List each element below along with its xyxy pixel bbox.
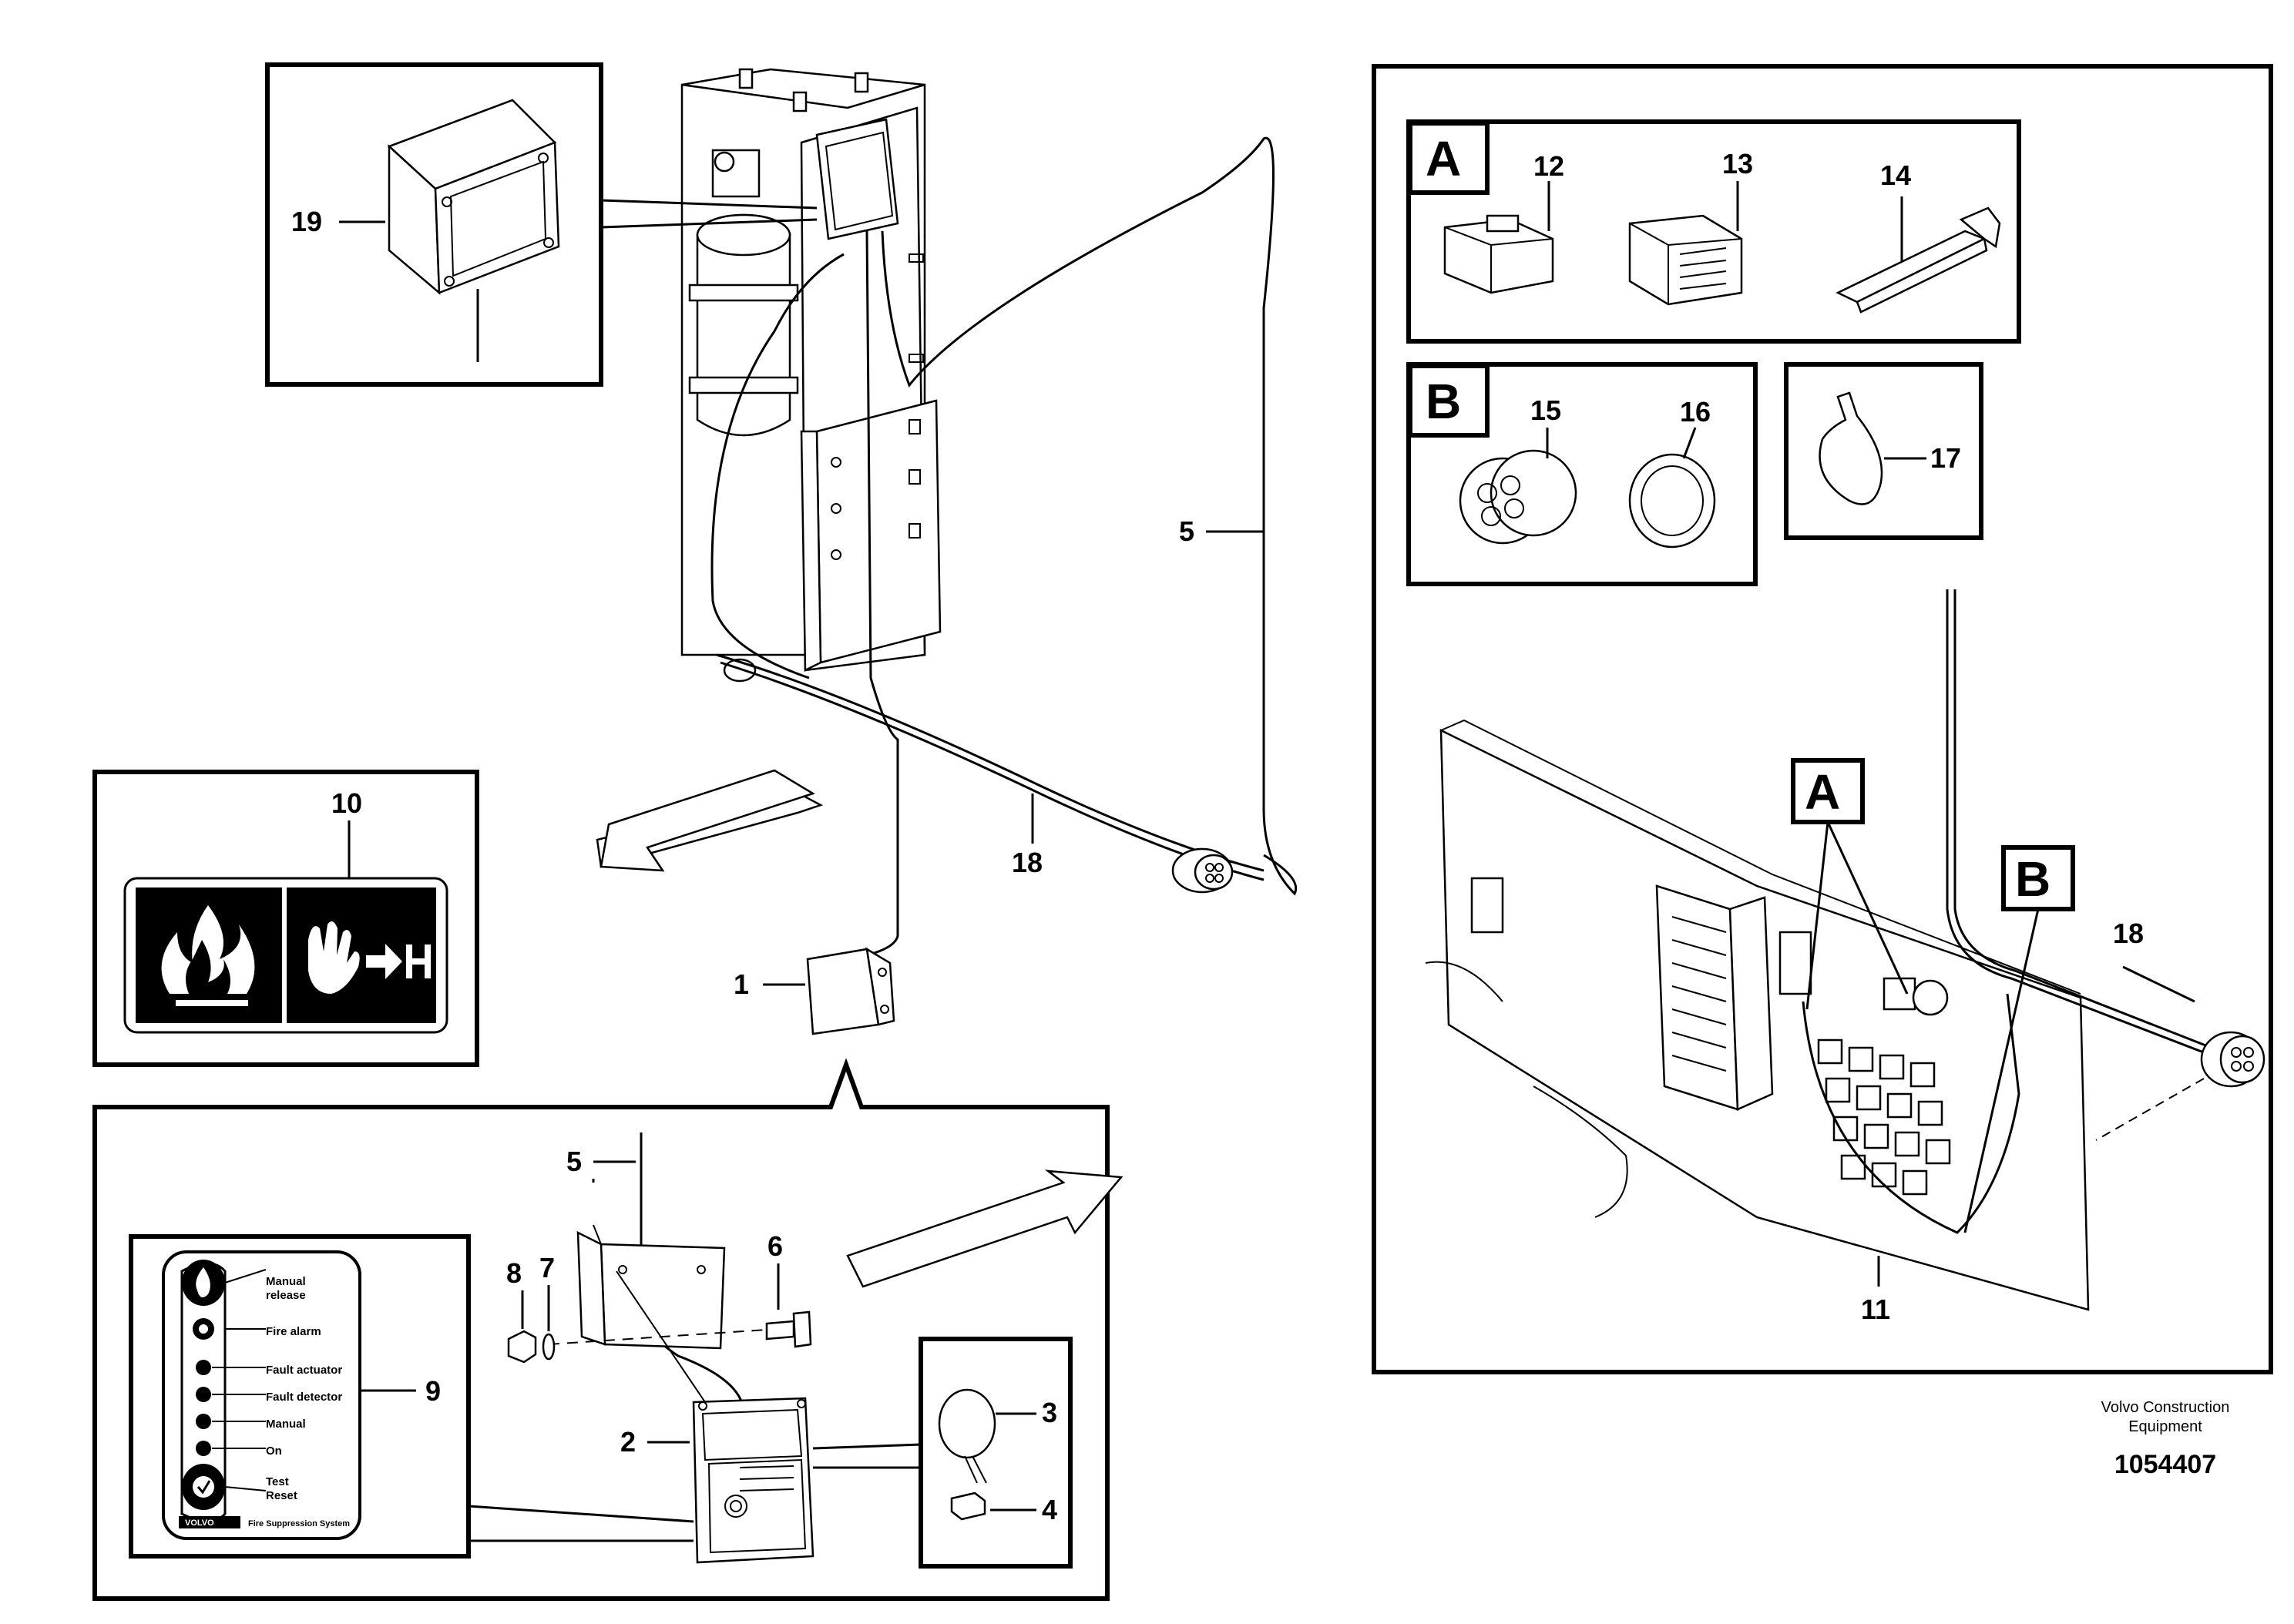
volvo-logo-text: VOLVO bbox=[185, 1518, 214, 1528]
callout-16: 16 bbox=[1680, 396, 1711, 428]
document-number: 1054407 bbox=[2114, 1450, 2216, 1479]
label-on: On bbox=[266, 1444, 282, 1458]
label-fault-actuator: Fault actuator bbox=[266, 1364, 342, 1377]
label-fault-detector: Fault detector bbox=[266, 1391, 342, 1404]
module-1: 1 bbox=[734, 947, 895, 1035]
callout-15: 15 bbox=[1530, 394, 1561, 426]
callout-19: 19 bbox=[291, 206, 322, 237]
callout-2: 2 bbox=[620, 1426, 636, 1458]
callout-3: 3 bbox=[1042, 1397, 1057, 1428]
callout-5-bottom: 5 bbox=[566, 1146, 582, 1177]
callout-12: 12 bbox=[1533, 150, 1564, 182]
manual-release-hand-icon bbox=[308, 921, 431, 994]
label-manual-release-1: Manual bbox=[266, 1275, 306, 1288]
label-fire-alarm: Fire alarm bbox=[266, 1325, 321, 1338]
callout-10: 10 bbox=[331, 787, 362, 819]
callout-17: 17 bbox=[1930, 442, 1961, 474]
credit-line-1: Volvo Construction bbox=[2101, 1399, 2230, 1416]
callout-8: 8 bbox=[506, 1257, 522, 1289]
callout-7: 7 bbox=[539, 1252, 555, 1283]
label-test: Test bbox=[266, 1475, 289, 1488]
callout-6: 6 bbox=[767, 1230, 783, 1262]
cabinet-assembly bbox=[680, 68, 942, 683]
label-manual-release-2: release bbox=[266, 1289, 306, 1302]
detail-box-right: A 12 13 14 B 15 16 bbox=[1372, 64, 2273, 1374]
credit-block: Volvo Construction Equipment 1054407 bbox=[2101, 1399, 2230, 1479]
cable-5 bbox=[881, 136, 1297, 896]
label-fire-suppression-system: Fire Suppression System bbox=[248, 1519, 350, 1528]
credit-line-2: Equipment bbox=[2128, 1418, 2202, 1435]
callout-11: 11 bbox=[1861, 1293, 1890, 1325]
detail-box-bottom: 5 6 8 7 2 bbox=[92, 1058, 1123, 1601]
callout-1: 1 bbox=[734, 968, 749, 1000]
round-connector-18 bbox=[1171, 847, 1234, 894]
callout-5-top: 5 bbox=[1179, 515, 1194, 547]
letter-b-marker: B bbox=[2015, 851, 2050, 907]
letter-a-marker: A bbox=[1805, 764, 1840, 820]
callout-18-right: 18 bbox=[2113, 918, 2144, 949]
label-manual: Manual bbox=[266, 1418, 306, 1431]
cable-18 bbox=[716, 653, 1265, 872]
detail-box-10: 10 bbox=[92, 770, 479, 1067]
callout-13: 13 bbox=[1722, 148, 1753, 180]
callout-18-left: 18 bbox=[1012, 847, 1043, 878]
callout-4: 4 bbox=[1042, 1494, 1057, 1525]
callout-14: 14 bbox=[1880, 159, 1911, 191]
direction-arrow-icon bbox=[846, 1169, 1123, 1288]
control-panel-2 bbox=[692, 1397, 814, 1564]
label-reset: Reset bbox=[266, 1489, 297, 1502]
fire-warning-icon bbox=[161, 905, 255, 1006]
letter-a-box: A bbox=[1426, 131, 1461, 186]
letter-b-box: B bbox=[1426, 374, 1461, 429]
detail-box-19: 19 bbox=[265, 62, 818, 387]
callout-9: 9 bbox=[425, 1375, 441, 1407]
